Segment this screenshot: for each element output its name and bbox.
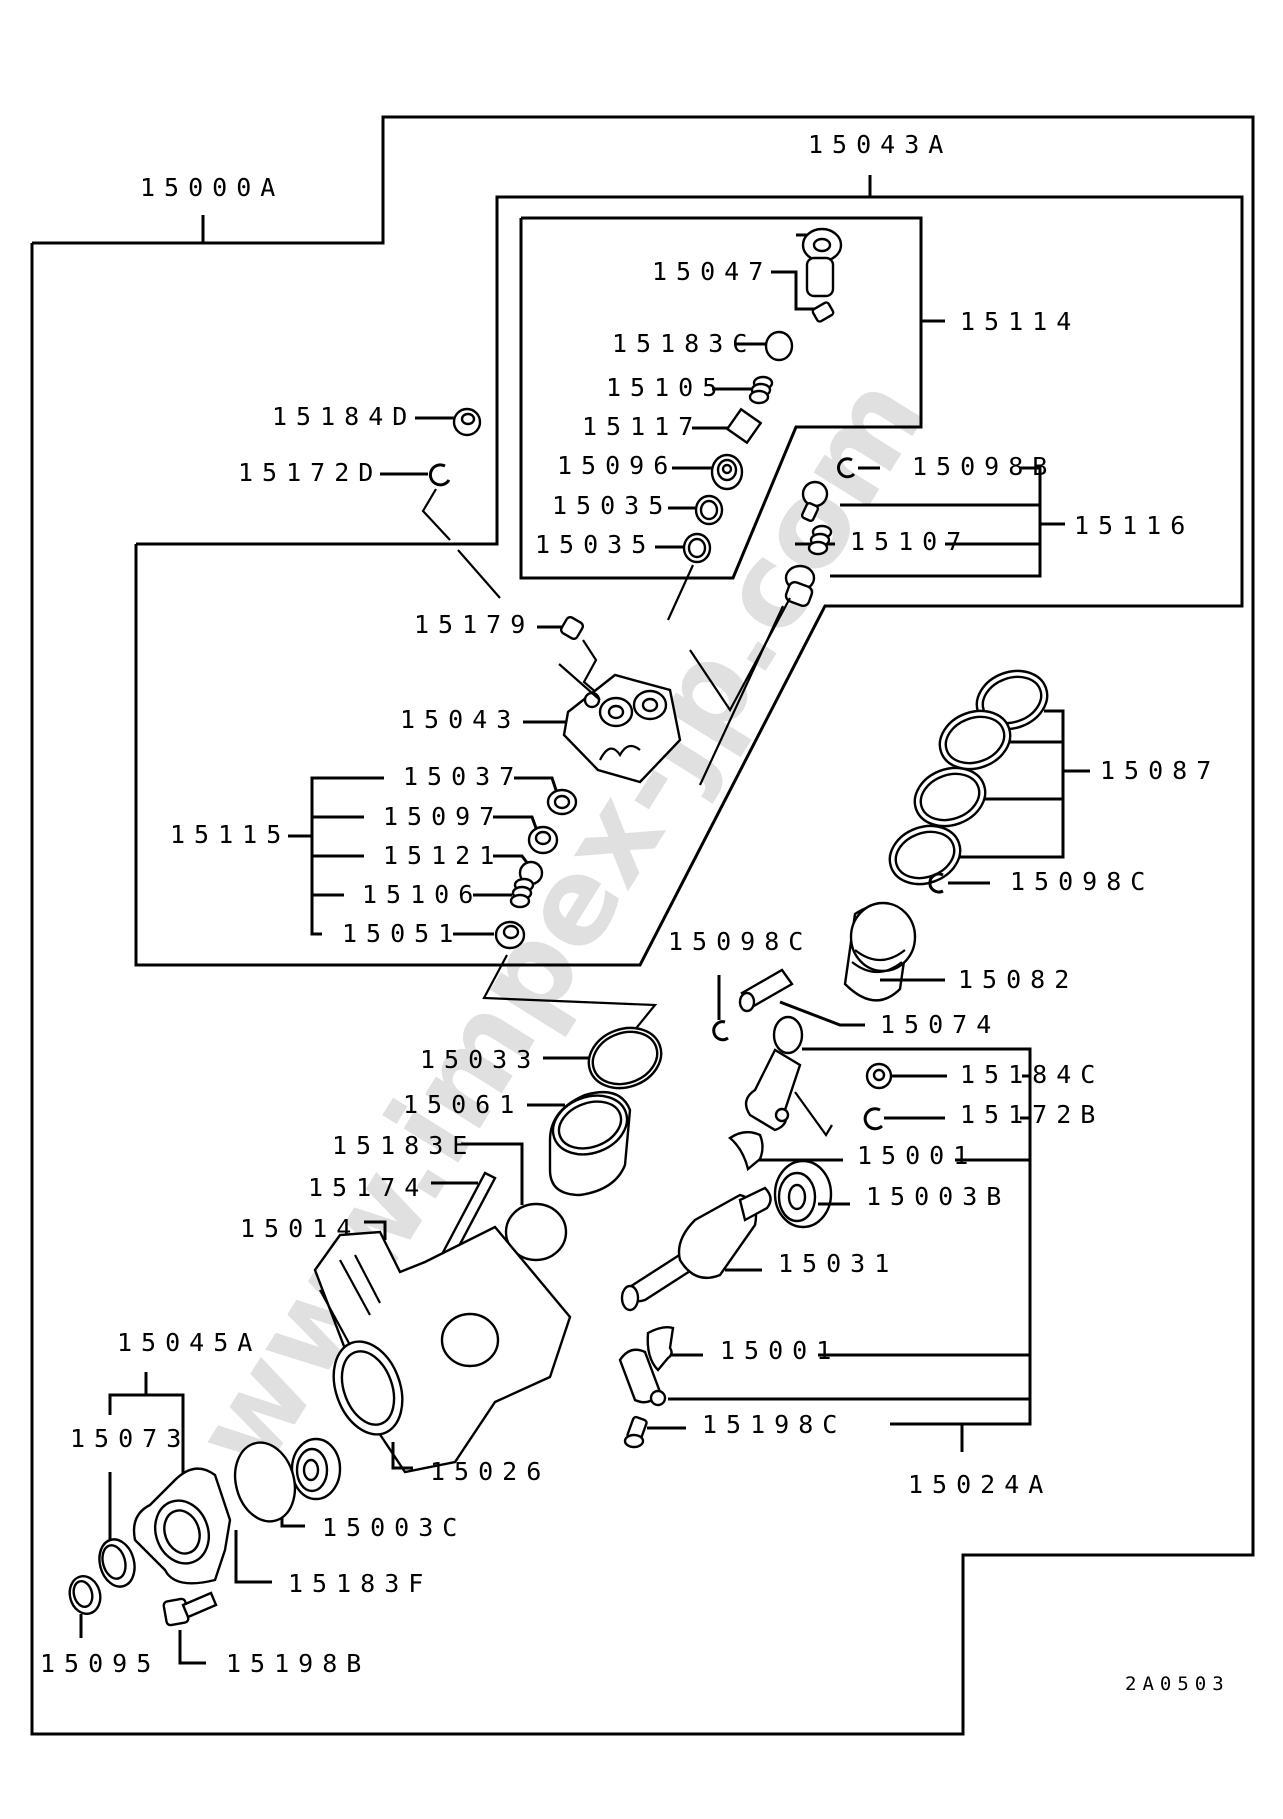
label-15183C[interactable]: 15183C (612, 329, 756, 358)
valve-part (801, 227, 843, 323)
label-15096[interactable]: 15096 (557, 451, 677, 480)
valve-assy-box (519, 216, 923, 580)
cylinder-liner-part (548, 1090, 632, 1197)
bearing-part (290, 1437, 342, 1501)
label-15035-a[interactable]: 15035 (552, 491, 672, 520)
bearing-part (773, 1159, 833, 1229)
clip-part (428, 463, 451, 487)
piston-pin-part (738, 968, 794, 1013)
plug-part (559, 615, 585, 641)
drawing-code: 2A0503 (1125, 1673, 1230, 1695)
label-15001-a[interactable]: 15001 (857, 1141, 977, 1170)
label-15003B[interactable]: 15003B (866, 1182, 1010, 1211)
label-15026[interactable]: 15026 (430, 1457, 550, 1486)
clip-part (863, 1107, 884, 1131)
label-15115[interactable]: 15115 (170, 820, 290, 849)
label-15074[interactable]: 15074 (880, 1010, 1000, 1039)
label-15117[interactable]: 15117 (582, 412, 702, 441)
label-15031[interactable]: 15031 (778, 1249, 898, 1278)
label-15037[interactable]: 15037 (403, 762, 523, 791)
bearing-shell-part (728, 1130, 764, 1172)
label-15174[interactable]: 15174 (308, 1173, 428, 1202)
label-15003C[interactable]: 15003C (322, 1513, 466, 1542)
label-15198C[interactable]: 15198C (702, 1410, 846, 1439)
valve-plate-part (725, 407, 763, 445)
label-15198B[interactable]: 15198B (226, 1649, 370, 1678)
label-15184D[interactable]: 15184D (272, 402, 416, 431)
gasket-part (587, 1026, 663, 1090)
label-15098C-right[interactable]: 15098C (1010, 867, 1154, 896)
label-15001-b[interactable]: 15001 (720, 1336, 840, 1365)
label-15179[interactable]: 15179 (414, 610, 534, 639)
label-15082[interactable]: 15082 (958, 965, 1078, 994)
gasket-part (233, 1441, 297, 1523)
washer-part (546, 788, 578, 816)
label-15087[interactable]: 15087 (1100, 756, 1220, 785)
label-15061[interactable]: 15061 (403, 1090, 523, 1119)
circlip-part (836, 457, 856, 479)
label-15107[interactable]: 15107 (850, 527, 970, 556)
washer-part (694, 494, 724, 526)
cylinder-head-part (562, 673, 682, 784)
crankcase-part (313, 1225, 572, 1474)
circlip-part (928, 872, 944, 894)
label-15172D[interactable]: 15172D (238, 458, 382, 487)
bearing-shell-part (646, 1325, 675, 1372)
bushing-part (68, 1575, 102, 1615)
label-15051[interactable]: 15051 (342, 919, 462, 948)
seat-part (710, 453, 744, 491)
label-15043[interactable]: 15043 (400, 705, 520, 734)
seat-part (527, 825, 559, 855)
label-15035-b[interactable]: 15035 (535, 530, 655, 559)
label-15172B[interactable]: 15172B (960, 1100, 1104, 1129)
spring-part (807, 524, 833, 556)
label-15116[interactable]: 15116 (1074, 511, 1194, 540)
label-15033[interactable]: 15033 (420, 1045, 540, 1074)
label-15095[interactable]: 15095 (40, 1649, 160, 1678)
piston-part (843, 901, 917, 1002)
o-ring-part (764, 330, 794, 362)
label-15047[interactable]: 15047 (652, 257, 772, 286)
label-15045A[interactable]: 15045A (117, 1328, 261, 1357)
label-15024A[interactable]: 15024A (908, 1470, 1052, 1499)
crankshaft-part (620, 1186, 772, 1312)
nut-part (452, 407, 482, 437)
bolt-part (623, 1415, 648, 1449)
label-15114[interactable]: 15114 (960, 307, 1080, 336)
circlip-part (712, 1020, 729, 1042)
label-15183E[interactable]: 15183E (332, 1131, 476, 1160)
label-15105[interactable]: 15105 (606, 373, 726, 402)
piston-rings-part (888, 669, 1049, 886)
bearing-cap-part (618, 1348, 667, 1407)
seat-part (784, 564, 816, 608)
connecting-rod-part (744, 1015, 804, 1132)
seal-part (98, 1538, 136, 1588)
label-15184C[interactable]: 15184C (960, 1060, 1104, 1089)
label-15183F[interactable]: 15183F (288, 1569, 432, 1598)
spring-part (748, 375, 774, 405)
label-15000A[interactable]: 15000A (140, 173, 284, 202)
label-15121[interactable]: 15121 (383, 841, 503, 870)
spring-part (509, 877, 535, 909)
bolt-part (162, 1591, 218, 1627)
bearing-cover-part (132, 1467, 232, 1585)
plug-part (494, 920, 526, 950)
washer-part (682, 532, 712, 564)
label-15043A[interactable]: 15043A (808, 130, 952, 159)
label-15014[interactable]: 15014 (240, 1214, 360, 1243)
label-15106[interactable]: 15106 (362, 880, 482, 909)
nut-part (865, 1062, 893, 1090)
assembly-outline (30, 115, 1255, 1736)
o-ring-part (504, 1202, 568, 1262)
valve-part (800, 480, 829, 522)
head-assy-outline (134, 195, 1244, 967)
label-15098C-left[interactable]: 15098C (668, 927, 812, 956)
label-15073[interactable]: 15073 (70, 1424, 190, 1453)
label-15097[interactable]: 15097 (383, 802, 503, 831)
